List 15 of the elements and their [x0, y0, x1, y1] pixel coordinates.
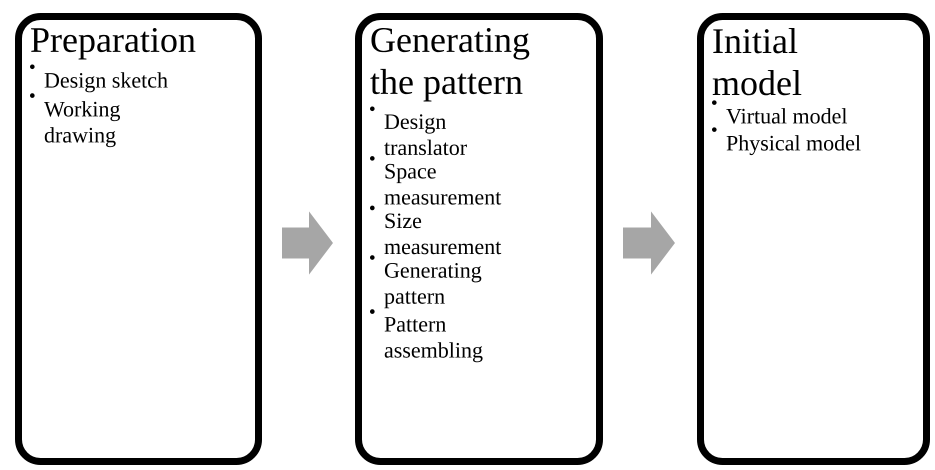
bullet-item: Space measurement [384, 164, 502, 205]
stage-box [355, 12, 603, 465]
box-heading: Generating the pattern [370, 28, 530, 102]
bullet-item: Design sketch [44, 72, 168, 92]
bullet-item: Working drawing [44, 101, 120, 148]
bullet-item: Generating pattern [384, 263, 482, 308]
bullet-item: Design translator [384, 114, 467, 156]
box-heading: Preparation [31, 28, 196, 60]
bullet-item: Size measurement [384, 213, 502, 254]
bullet-item: Virtual model [726, 108, 848, 124]
stage-box [697, 12, 930, 465]
bullet-item: Pattern assembling [384, 317, 483, 362]
bullet-item: Physical model [726, 135, 861, 156]
box-heading: Initial model [712, 28, 802, 96]
stage-box [15, 12, 262, 465]
